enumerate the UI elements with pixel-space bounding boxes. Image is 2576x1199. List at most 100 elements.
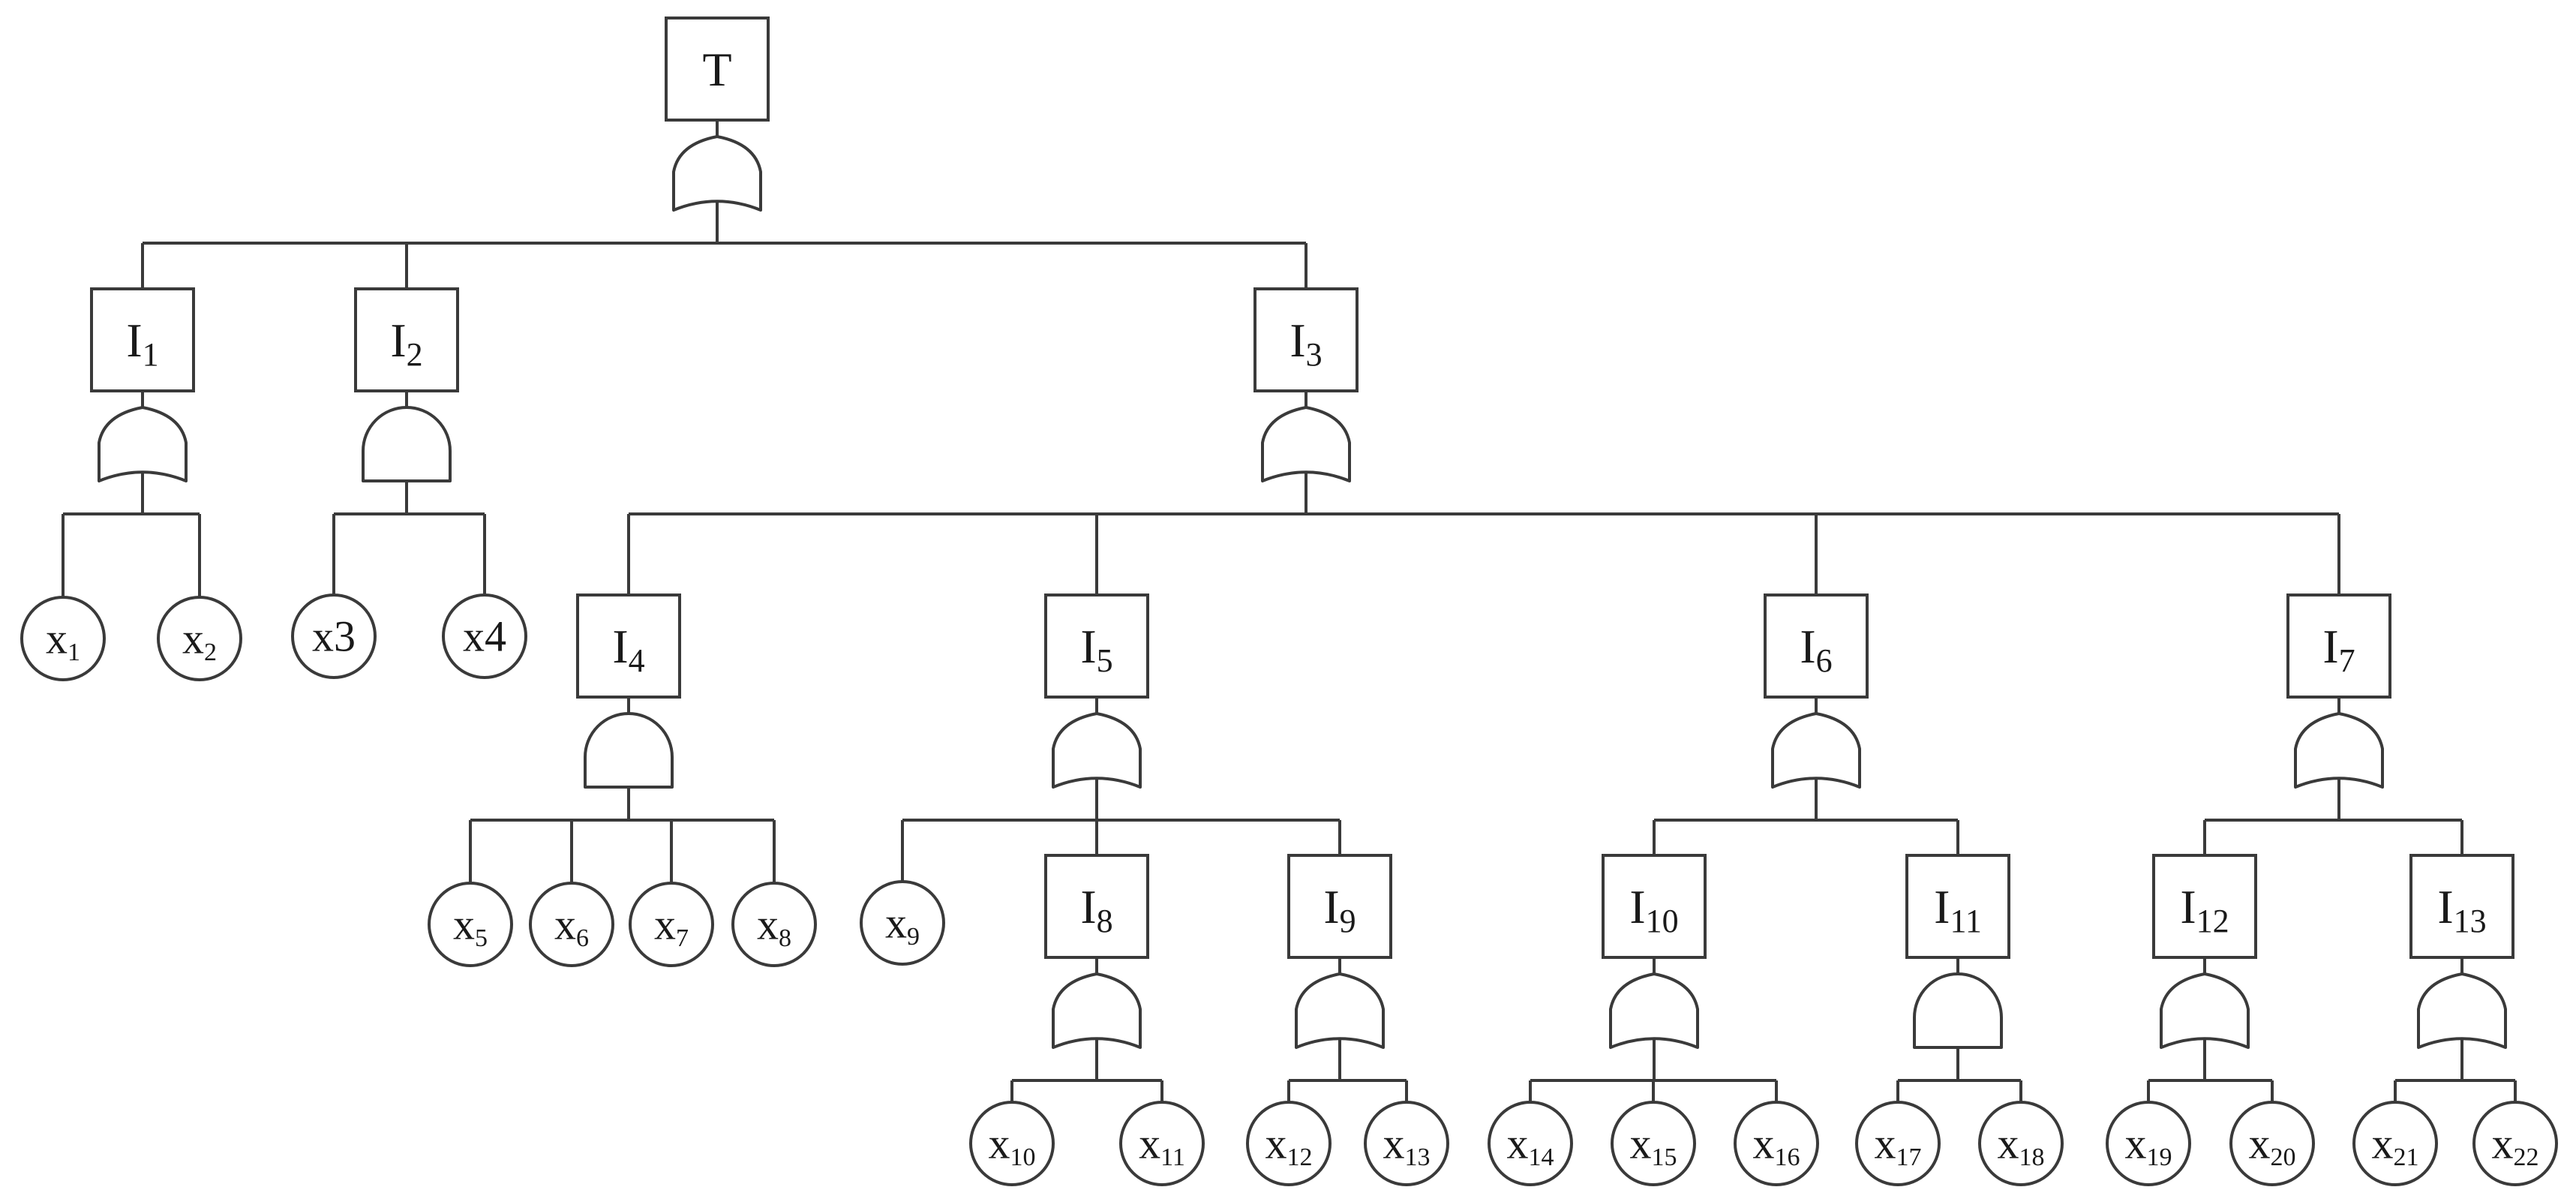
node-label-main: x bbox=[757, 900, 779, 949]
node-label: I5 bbox=[1080, 620, 1112, 679]
and-gate-icon bbox=[584, 712, 674, 789]
node-label-main: I bbox=[126, 314, 142, 367]
basic-event-circle bbox=[629, 882, 714, 967]
node-label-main: I bbox=[1629, 880, 1645, 933]
node-label-main: x bbox=[1265, 1119, 1287, 1168]
basic-event-node-x5: x5 bbox=[428, 882, 513, 967]
node-label-main: I bbox=[1323, 880, 1339, 933]
node-label-main: I bbox=[2322, 620, 2338, 673]
node-label: x6 bbox=[554, 900, 589, 953]
basic-event-node-x14: x14 bbox=[1488, 1101, 1573, 1186]
or-gate-icon bbox=[1261, 406, 1351, 482]
node-label: x7 bbox=[654, 900, 689, 953]
basic-event-circle bbox=[860, 880, 945, 966]
node-label: I12 bbox=[2180, 880, 2229, 939]
event-box bbox=[576, 593, 681, 699]
node-label: x5 bbox=[453, 900, 488, 953]
node-label: x12 bbox=[1265, 1119, 1313, 1172]
node-label-subscript: 5 bbox=[1097, 642, 1113, 679]
node-label: I4 bbox=[612, 620, 644, 679]
node-label-main: I bbox=[612, 620, 628, 673]
basic-event-node-x4: x4 bbox=[442, 593, 527, 679]
basic-event-circle bbox=[2472, 1101, 2558, 1186]
event-node-I11: I11 bbox=[1905, 854, 2010, 959]
node-label-subscript: 18 bbox=[2019, 1143, 2045, 1171]
event-node-I2: I2 bbox=[354, 287, 459, 392]
node-label: x17 bbox=[1875, 1119, 1922, 1172]
basic-event-node-x11: x11 bbox=[1119, 1101, 1205, 1186]
node-label: I9 bbox=[1323, 880, 1356, 939]
node-label-main: x bbox=[885, 899, 907, 948]
event-node-I9: I9 bbox=[1287, 854, 1392, 959]
basic-event-circle bbox=[1364, 1101, 1449, 1186]
event-box bbox=[2409, 854, 2514, 959]
node-label: x15 bbox=[1630, 1119, 1677, 1172]
basic-event-node-x1: x1 bbox=[20, 596, 106, 681]
basic-event-circle bbox=[1855, 1101, 1941, 1186]
or-gate-icon bbox=[1052, 712, 1142, 789]
basic-event-node-x10: x10 bbox=[969, 1101, 1055, 1186]
event-box bbox=[1287, 854, 1392, 959]
basic-event-node-x15: x15 bbox=[1611, 1101, 1696, 1186]
event-node-I6: I6 bbox=[1764, 593, 1869, 699]
node-label-subscript: 9 bbox=[1340, 903, 1356, 939]
basic-event-circle bbox=[1488, 1101, 1573, 1186]
basic-event-node-x13: x13 bbox=[1364, 1101, 1449, 1186]
event-node-I5: I5 bbox=[1044, 593, 1149, 699]
basic-event-circle bbox=[1611, 1101, 1696, 1186]
node-label-subscript: 7 bbox=[676, 924, 689, 952]
event-node-I8: I8 bbox=[1044, 854, 1149, 959]
node-label: I1 bbox=[126, 314, 158, 373]
node-label-subscript: 9 bbox=[907, 923, 920, 951]
node-label-subscript: 12 bbox=[2196, 903, 2229, 939]
node-label-subscript: 13 bbox=[2454, 903, 2487, 939]
node-label: x18 bbox=[1998, 1119, 2045, 1172]
node-label-subscript: 16 bbox=[1775, 1143, 1800, 1171]
node-label-main: I bbox=[1800, 620, 1815, 673]
basic-event-circle bbox=[731, 882, 817, 967]
node-label-subscript: 12 bbox=[1287, 1143, 1313, 1171]
node-label: I8 bbox=[1080, 880, 1112, 939]
node-label-main: x bbox=[182, 615, 204, 663]
node-label: x10 bbox=[989, 1119, 1036, 1172]
basic-event-node-x17: x17 bbox=[1855, 1101, 1941, 1186]
basic-event-node-x9: x9 bbox=[860, 880, 945, 966]
event-node-T: T bbox=[665, 17, 770, 122]
basic-event-node-x6: x6 bbox=[529, 882, 614, 967]
node-label: x3 bbox=[312, 612, 356, 661]
basic-event-node-x8: x8 bbox=[731, 882, 817, 967]
event-node-I12: I12 bbox=[2152, 854, 2257, 959]
node-label-subscript: 14 bbox=[1529, 1143, 1554, 1171]
node-label-subscript: 11 bbox=[1950, 903, 1981, 939]
event-box bbox=[1044, 593, 1149, 699]
node-label-main: x bbox=[46, 615, 68, 663]
node-label-subscript: 2 bbox=[204, 639, 217, 666]
or-gate-icon bbox=[98, 406, 188, 482]
node-label-main: I bbox=[1290, 314, 1305, 367]
node-label-subscript: 10 bbox=[1646, 903, 1679, 939]
node-label: I11 bbox=[1934, 880, 1982, 939]
or-gate-icon bbox=[2417, 972, 2507, 1049]
basic-event-node-x19: x19 bbox=[2106, 1101, 2191, 1186]
event-box bbox=[665, 17, 770, 122]
node-label-main: I bbox=[2437, 880, 2453, 933]
node-label-subscript: 5 bbox=[475, 924, 488, 952]
node-label: I2 bbox=[390, 314, 422, 373]
node-label-subscript: 1 bbox=[143, 336, 159, 373]
basic-event-circle bbox=[291, 593, 377, 679]
node-label: x16 bbox=[1753, 1119, 1800, 1172]
node-label-subscript: 11 bbox=[1160, 1143, 1185, 1171]
event-box bbox=[1253, 287, 1359, 392]
node-label: I6 bbox=[1800, 620, 1832, 679]
event-node-I13: I13 bbox=[2409, 854, 2514, 959]
basic-event-circle bbox=[2106, 1101, 2191, 1186]
node-label-main: I bbox=[1934, 880, 1950, 933]
node-label: I10 bbox=[1629, 880, 1678, 939]
event-box bbox=[1044, 854, 1149, 959]
node-label-subscript: 1 bbox=[68, 639, 80, 666]
basic-event-circle bbox=[1978, 1101, 2064, 1186]
node-label-main: x bbox=[2249, 1119, 2271, 1168]
basic-event-circle bbox=[969, 1101, 1055, 1186]
node-label: x11 bbox=[1139, 1119, 1185, 1172]
